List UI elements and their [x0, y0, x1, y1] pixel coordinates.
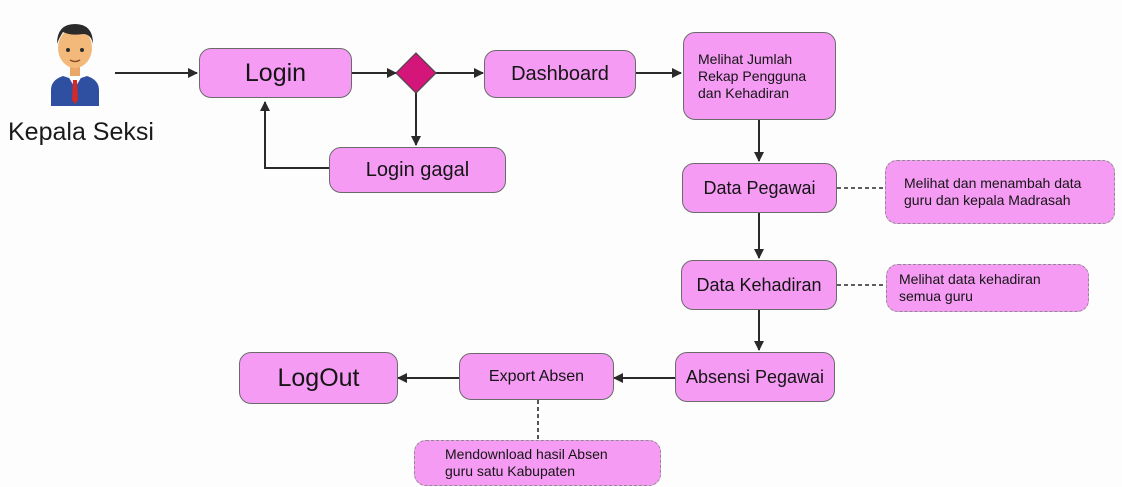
node-melihat-rekap-line-1: Melihat Jumlah — [698, 50, 793, 67]
node-melihat-rekap: Melihat Jumlah Rekap Pengguna dan Kehadi… — [683, 32, 836, 120]
node-absensi-pegawai: Absensi Pegawai — [675, 352, 835, 402]
node-dashboard: Dashboard — [484, 50, 636, 98]
node-login-label: Login — [244, 58, 307, 87]
node-melihat-rekap-line-3: dan Kehadiran — [698, 84, 790, 101]
actor-label: Kepala Seksi — [8, 118, 154, 146]
node-login-gagal: Login gagal — [329, 147, 506, 193]
note-export-absen-line-2: guru satu Kabupaten — [445, 463, 575, 479]
node-data-pegawai: Data Pegawai — [682, 163, 837, 213]
node-absensi-pegawai-label: Absensi Pegawai — [685, 366, 825, 387]
node-logout: LogOut — [239, 352, 398, 404]
node-login: Login — [199, 48, 352, 98]
note-data-pegawai: Melihat dan menambah data guru dan kepal… — [885, 160, 1115, 224]
note-data-pegawai-line-2: guru dan kepala Madrasah — [904, 192, 1071, 208]
node-data-kehadiran-label: Data Kehadiran — [696, 274, 822, 295]
node-export-absen-label: Export Absen — [488, 367, 585, 385]
decision-diamond — [395, 52, 437, 94]
arrow-login-gagal-to-login — [260, 101, 329, 169]
note-data-kehadiran-line-1: Melihat data kehadiran — [899, 271, 1041, 287]
businessman-icon — [51, 24, 99, 106]
node-melihat-rekap-line-2: Rekap Pengguna — [698, 67, 807, 84]
note-data-pegawai-line-1: Melihat dan menambah data — [904, 175, 1082, 191]
note-export-absen-line-1: Mendownload hasil Absen — [445, 446, 608, 462]
note-data-kehadiran-line-2: semua guru — [899, 288, 973, 304]
note-export-absen: Mendownload hasil Absen guru satu Kabupa… — [414, 440, 661, 486]
node-login-gagal-label: Login gagal — [365, 158, 470, 181]
node-data-pegawai-label: Data Pegawai — [703, 177, 816, 198]
node-dashboard-label: Dashboard — [511, 62, 609, 85]
node-export-absen: Export Absen — [459, 353, 614, 400]
node-data-kehadiran: Data Kehadiran — [681, 260, 837, 310]
note-data-kehadiran: Melihat data kehadiran semua guru — [886, 264, 1089, 312]
node-logout-label: LogOut — [277, 363, 360, 392]
